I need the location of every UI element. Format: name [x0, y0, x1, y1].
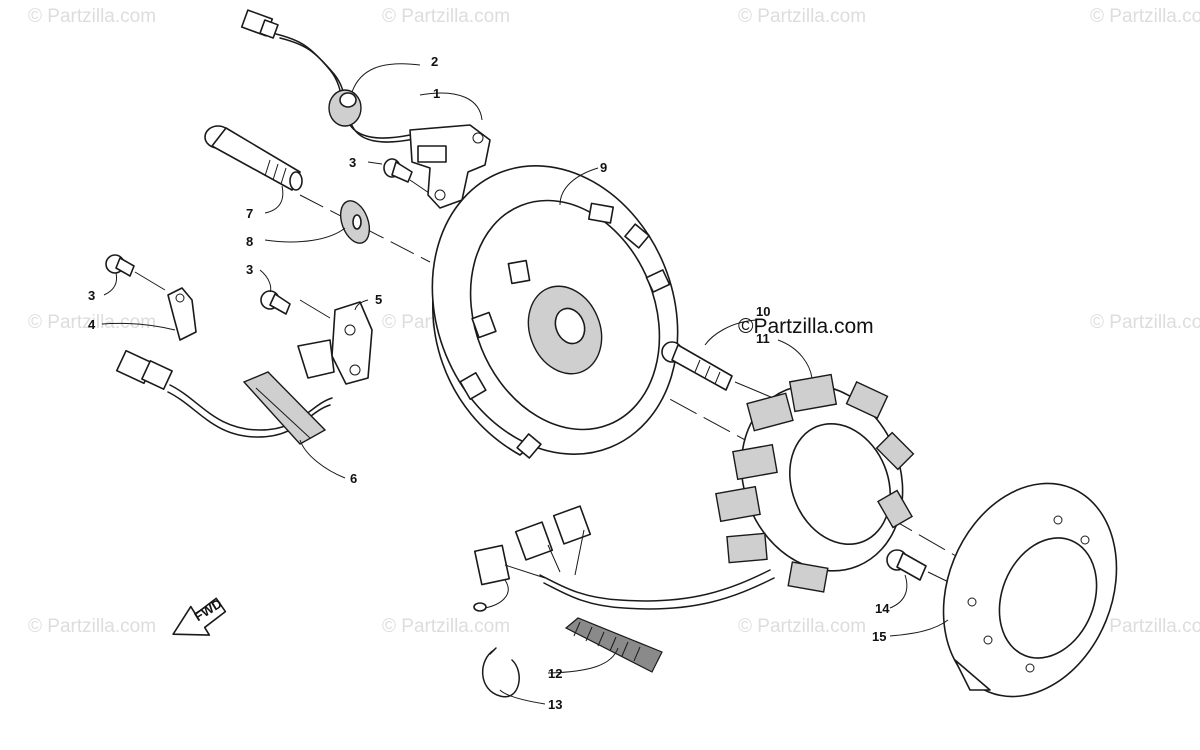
bolt-small[interactable]	[383, 158, 413, 183]
callout-3: 3	[349, 155, 356, 170]
callout-1: 1	[433, 86, 440, 101]
callout-11: 11	[756, 331, 770, 346]
wire-clip[interactable]	[167, 287, 197, 341]
callout-13: 13	[548, 697, 562, 712]
leader-lines	[101, 63, 949, 705]
callout-9: 9	[600, 160, 607, 175]
watermark: © Partzilla.com	[382, 6, 510, 27]
protective-sleeve[interactable]	[564, 617, 663, 673]
watermark: © Partzilla.com	[1090, 616, 1200, 637]
callout-4: 4	[88, 317, 96, 332]
callout-6: 6	[350, 471, 357, 486]
callout-3: 3	[88, 288, 95, 303]
forward-arrow-icon: FWD	[172, 596, 227, 636]
bolt-left[interactable]	[105, 254, 135, 277]
callout-8: 8	[246, 234, 253, 249]
watermark: © Partzilla.com	[28, 616, 156, 637]
callout-2: 2	[431, 54, 438, 69]
stator-bolt[interactable]	[661, 341, 733, 391]
retaining-ring[interactable]	[481, 647, 520, 698]
wire-lead-grommet[interactable]	[240, 9, 415, 143]
watermark: © Partzilla.com	[1090, 312, 1200, 333]
watermark-layer: © Partzilla.com © Partzilla.com © Partzi…	[28, 6, 1200, 637]
callout-10: 10	[756, 304, 770, 319]
washer[interactable]	[335, 197, 374, 247]
watermark: © Partzilla.com	[28, 312, 156, 333]
watermark: © Partzilla.com	[738, 616, 866, 637]
callout-labels: 1 2 3 3 3 4 5 6 7 8 9 10 11 12 13 14 15	[88, 54, 890, 712]
stator-harness[interactable]	[473, 505, 775, 612]
callout-15: 15	[872, 629, 886, 644]
flywheel-rotor[interactable]	[390, 129, 720, 492]
callout-14: 14	[875, 601, 890, 616]
callout-7: 7	[246, 206, 253, 221]
callout-12: 12	[548, 666, 562, 681]
callout-3: 3	[246, 262, 253, 277]
watermark: © Partzilla.com	[738, 6, 866, 27]
bolt-mid[interactable]	[260, 290, 291, 315]
callout-5: 5	[375, 292, 382, 307]
stator-plate[interactable]	[913, 457, 1147, 722]
watermark: © Partzilla.com	[28, 6, 156, 27]
long-bolt[interactable]	[204, 125, 303, 191]
watermark: © Partzilla.com	[1090, 6, 1200, 27]
harness-pad[interactable]	[115, 349, 333, 445]
stator[interactable]	[714, 361, 930, 596]
sensor-bracket[interactable]	[297, 301, 373, 385]
partzilla-watermark: ©Partzilla.com	[738, 315, 874, 338]
watermark: © Partzilla.com	[382, 616, 510, 637]
bracket-bolt[interactable]	[886, 549, 927, 581]
